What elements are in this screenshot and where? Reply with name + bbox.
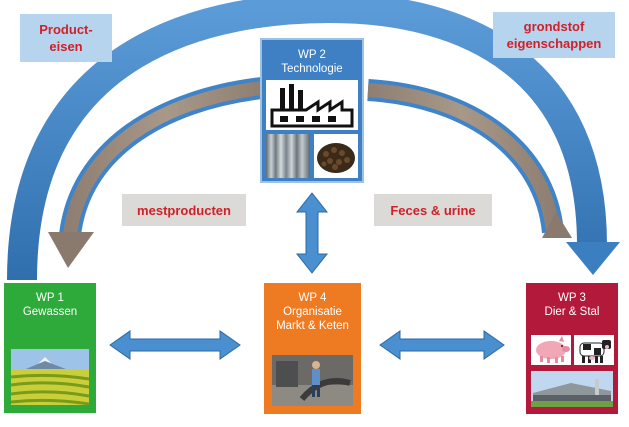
wp2-subtitle: Technologie	[281, 63, 343, 75]
grondstof-line1: grondstof	[523, 19, 585, 34]
barn-photo	[531, 371, 613, 407]
left-inner-arc-arrow	[48, 77, 264, 268]
wp3-box: WP 3 Dier & Stal	[526, 283, 618, 414]
right-inner-arc-arrow	[367, 79, 572, 238]
wp2-wp4-link-arrow	[295, 192, 329, 274]
mestproducten-label: mestproducten	[122, 194, 246, 226]
cow-icon	[574, 335, 614, 365]
grondstof-label: grondstof eigenschappen	[493, 12, 615, 58]
worker-photo	[272, 355, 353, 406]
product-eisen-label: Product- eisen	[20, 14, 112, 62]
pig-icon	[531, 335, 571, 365]
filter-tubes-photo	[266, 134, 310, 178]
factory-icon	[266, 80, 358, 130]
product-eisen-line1: Product-	[39, 22, 93, 37]
outer-arc-arrow	[7, 0, 620, 281]
wp3-subtitle: Dier & Stal	[544, 306, 600, 318]
wp4-subtitle-1: Organisatie	[283, 306, 342, 318]
wp4-title: WP 4	[298, 292, 327, 304]
wp3-title: WP 3	[558, 292, 586, 304]
mestproducten-text: mestproducten	[137, 202, 231, 218]
wp4-subtitle-2: Markt & Keten	[276, 320, 349, 332]
feces-urine-text: Feces & urine	[390, 202, 476, 218]
wp2-title: WP 2	[298, 49, 326, 61]
wp4-wp3-link-arrow	[379, 330, 505, 360]
feces-urine-label: Feces & urine	[374, 194, 492, 226]
wp1-box: WP 1 Gewassen	[4, 283, 96, 413]
wp1-wp4-link-arrow	[109, 330, 241, 360]
product-eisen-line2: eisen	[49, 39, 83, 54]
wp1-title: WP 1	[36, 292, 64, 304]
tea-field-photo	[11, 349, 89, 405]
wp2-box: WP 2 Technologie	[260, 38, 364, 183]
wp4-box: WP 4 Organisatie Markt & Keten	[264, 283, 361, 414]
pellets-photo	[314, 134, 358, 178]
grondstof-line2: eigenschappen	[506, 36, 602, 51]
wp1-subtitle: Gewassen	[22, 306, 78, 318]
